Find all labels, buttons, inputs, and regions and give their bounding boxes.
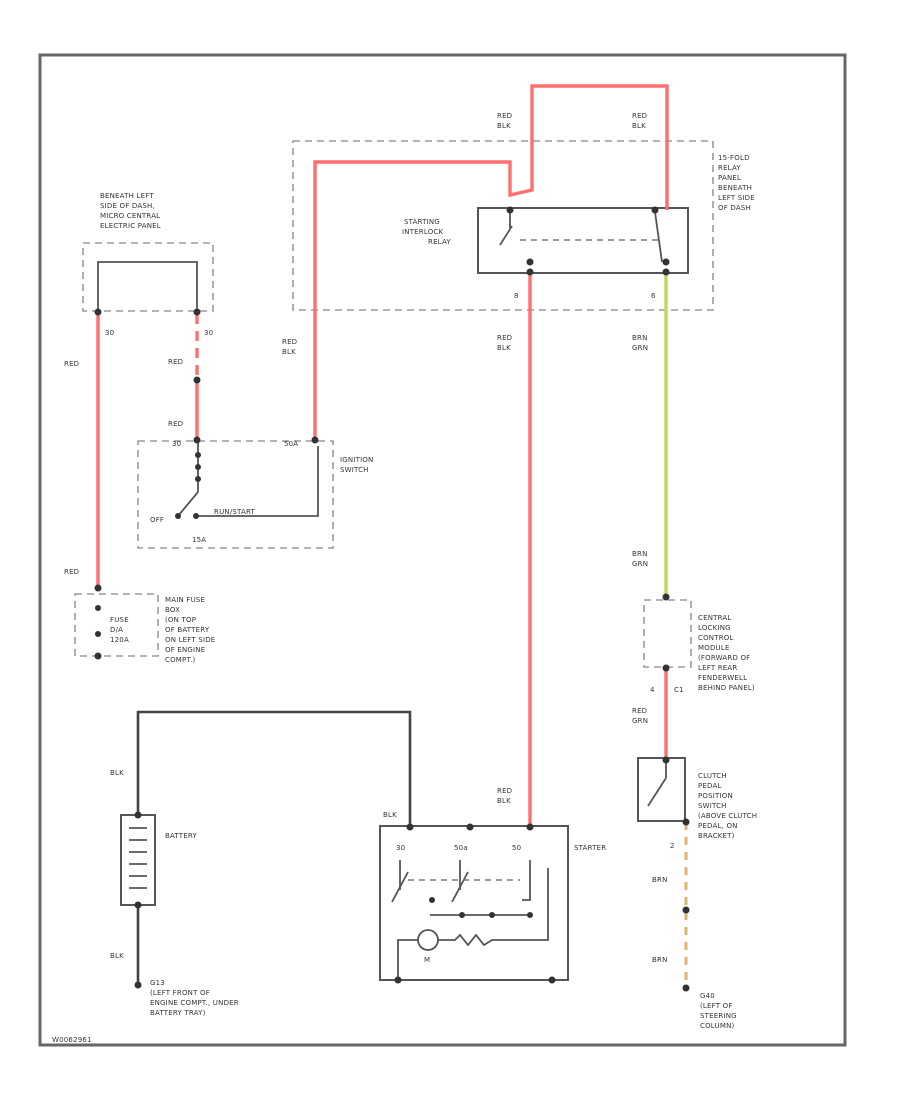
figure-id: W0062961	[52, 1036, 92, 1044]
ignition-switch-housing	[137, 440, 334, 549]
wire-label-red-blk-ignition: RED BLK	[282, 338, 300, 356]
label-relay-panel: 15-FOLD RELAY PANEL BENEATH LEFT SIDE OF…	[718, 154, 757, 212]
wire-label-red-blk-top-left: RED BLK	[497, 112, 515, 130]
central-locking-module-housing	[643, 599, 692, 668]
wire-label-brn-lower: BRN	[652, 956, 668, 964]
wire-red-blk-ignition-to-relay	[313, 84, 669, 438]
wire-label-red-blk-top-right: RED BLK	[632, 112, 650, 130]
terminal-module-c1: C1	[674, 686, 684, 694]
wire-label-red-blk-relay-down: RED BLK	[497, 334, 515, 352]
wire-label-brn-grn-lower: BRN GRN	[632, 550, 650, 568]
label-starter: STARTER	[574, 844, 606, 852]
wire-label-red-grn: RED GRN	[632, 707, 650, 725]
terminal-starter-m: M	[424, 956, 430, 964]
terminal-ignition-30: 30	[172, 440, 181, 448]
terminal-starter-50a: 50a	[454, 844, 468, 852]
main-fuse-box-housing	[74, 593, 159, 657]
label-ground-g40: G40 (LEFT OF STEERING COLUMN)	[700, 992, 739, 1030]
terminal-clutch-2: 2	[670, 842, 675, 850]
terminal-dots	[94, 206, 690, 992]
label-main-fuse-box: MAIN FUSE BOX (ON TOP OF BATTERY ON LEFT…	[165, 596, 218, 664]
terminal-relay-left: 8	[514, 292, 519, 300]
wire-label-red-blk-starter: RED BLK	[497, 787, 515, 805]
clutch-pedal-position-switch	[637, 757, 686, 822]
micro-central-panel-bus	[97, 261, 198, 312]
terminal-ignition-run: RUN/START	[214, 508, 256, 516]
label-micro-central-panel: BENEATH LEFT SIDE OF DASH, MICRO CENTRAL…	[100, 192, 163, 230]
wire-label-brn-upper: BRN	[652, 876, 668, 884]
label-clutch-pedal-switch: CLUTCH PEDAL POSITION SWITCH (ABOVE CLUT…	[698, 772, 760, 840]
terminal-module-num: 4	[650, 686, 655, 694]
label-fuse: FUSE D/A 120A	[110, 616, 131, 644]
label-battery: BATTERY	[165, 832, 198, 840]
wire-label-red-left: RED	[64, 360, 79, 368]
wire-blk-battery-to-starter	[136, 710, 412, 827]
terminal-ignition-50a: 50A	[284, 440, 298, 448]
wire-label-brn-grn-upper: BRN GRN	[632, 334, 650, 352]
terminal-ccu-right: 30	[204, 329, 213, 337]
terminal-starter-50: 50	[512, 844, 521, 852]
relay-panel-housing	[292, 140, 714, 311]
starter-internal-wiring	[391, 860, 549, 980]
diagram-frame	[38, 53, 847, 1047]
clutch-contact-arm	[647, 777, 667, 807]
terminal-starter-30: 30	[396, 844, 405, 852]
label-starting-interlock-relay: STARTING INTERLOCK RELAY	[402, 218, 451, 246]
wire-label-blk-battery-bottom: BLK	[110, 952, 124, 960]
label-ignition-switch: IGNITION SWITCH	[340, 456, 376, 474]
terminal-ignition-15a: 15A	[192, 536, 206, 544]
terminal-ignition-off: OFF	[150, 516, 164, 524]
relay-contact-left-arm	[499, 225, 513, 246]
micro-central-panel-housing	[82, 242, 214, 312]
wire-label-red-right-lower: RED	[168, 420, 183, 428]
relay-contact-right	[654, 211, 663, 263]
label-ground-g13: G13 (LEFT FRONT OF ENGINE COMPT., UNDER …	[150, 979, 241, 1017]
terminal-ccu-left: 30	[105, 329, 114, 337]
ignition-contact-arm	[177, 491, 199, 517]
wire-label-red-right-upper: RED	[168, 358, 183, 366]
terminal-relay-right: 6	[651, 292, 656, 300]
ignition-run-start-link	[196, 446, 319, 517]
label-central-locking-module: CENTRAL LOCKING CONTROL MODULE (FORWARD …	[698, 614, 755, 692]
wire-label-blk-battery-top: BLK	[110, 769, 124, 777]
battery-cells	[129, 827, 147, 889]
wire-label-red-fuse: RED	[64, 568, 79, 576]
starter-motor	[379, 825, 569, 981]
wire-label-blk-starter: BLK	[383, 811, 397, 819]
